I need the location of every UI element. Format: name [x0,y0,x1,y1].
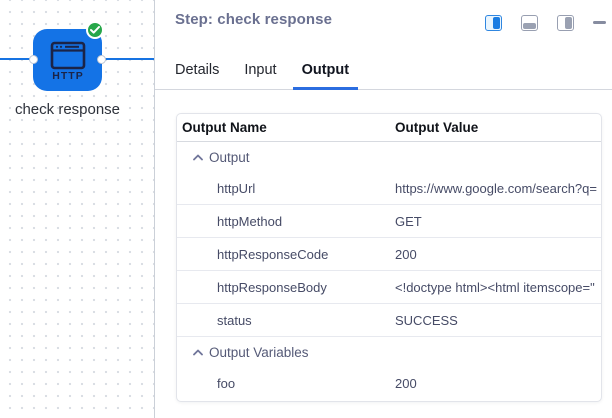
table-row[interactable]: httpResponseCode 200 [177,238,601,271]
table-row[interactable]: httpMethod GET [177,205,601,238]
check-icon [90,26,100,34]
svg-text:HTTP: HTTP [52,70,83,82]
output-value: GET [395,213,422,229]
panel-header: Step: check response [155,0,612,52]
column-header-output-value: Output Value [395,120,479,135]
panel-title: Step: check response [175,11,333,28]
panel-tabs: Details Input Output [155,52,612,90]
chevron-up-icon[interactable] [193,349,209,356]
panel-layout-controls [485,14,606,31]
output-value: <!doctype html><html itemscope=" [395,279,595,295]
tab-output[interactable]: Output [292,52,359,90]
group-label: Output [209,149,250,165]
table-header-row: Output Name Output Value [177,114,601,142]
success-check-badge [86,21,104,39]
layout-split-bottom-icon[interactable] [521,14,538,31]
chevron-up-icon[interactable] [193,154,209,161]
layout-split-right-active-icon[interactable] [485,14,502,31]
group-row-output[interactable]: Output [177,142,601,172]
output-name: httpResponseCode [217,246,329,262]
node-input-port[interactable] [29,55,38,64]
output-value: SUCCESS [395,312,458,328]
step-detail-panel: Step: check response Details Input Outpu… [155,0,612,418]
output-name: httpResponseBody [217,279,327,295]
output-name: httpUrl [217,180,256,196]
tab-input[interactable]: Input [244,61,277,78]
tab-details[interactable]: Details [175,61,220,78]
output-value: 200 [395,246,417,262]
table-row[interactable]: httpResponseBody <!doctype html><html it… [177,271,601,304]
http-task-node[interactable]: HTTP [33,29,102,91]
table-row[interactable]: status SUCCESS [177,304,601,337]
layout-split-right-icon[interactable] [557,14,574,31]
column-header-output-name: Output Name [182,120,267,135]
group-label: Output Variables [209,344,309,360]
output-name: httpMethod [217,213,283,229]
group-row-output-variables[interactable]: Output Variables [177,337,601,367]
node-output-port[interactable] [97,55,106,64]
output-table-card: Output Name Output Value Output httpUrl … [176,113,602,402]
http-icon: HTTP [50,41,85,82]
output-name: foo [217,376,236,391]
minimize-icon[interactable] [593,21,606,24]
table-row[interactable]: foo 200 [177,367,601,400]
output-name: status [217,312,252,328]
panel-divider[interactable] [154,0,155,418]
workflow-canvas[interactable]: HTTP check response [0,0,154,418]
output-value: 200 [395,376,417,391]
node-label: check response [14,101,121,118]
output-value: https://www.google.com/search?q= [395,180,597,196]
table-row[interactable]: httpUrl https://www.google.com/search?q= [177,172,601,205]
